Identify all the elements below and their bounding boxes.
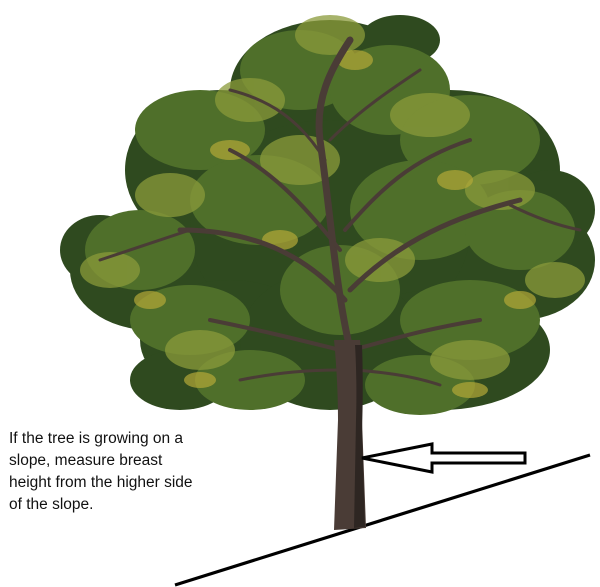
caption-line: of the slope. — [9, 494, 244, 516]
caption-line: height from the higher side — [9, 472, 244, 494]
arrow-left-icon — [362, 444, 525, 472]
caption-text: If the tree is growing on a slope, measu… — [9, 428, 244, 516]
caption-line: slope, measure breast — [9, 450, 244, 472]
caption-line: If the tree is growing on a — [9, 428, 244, 450]
